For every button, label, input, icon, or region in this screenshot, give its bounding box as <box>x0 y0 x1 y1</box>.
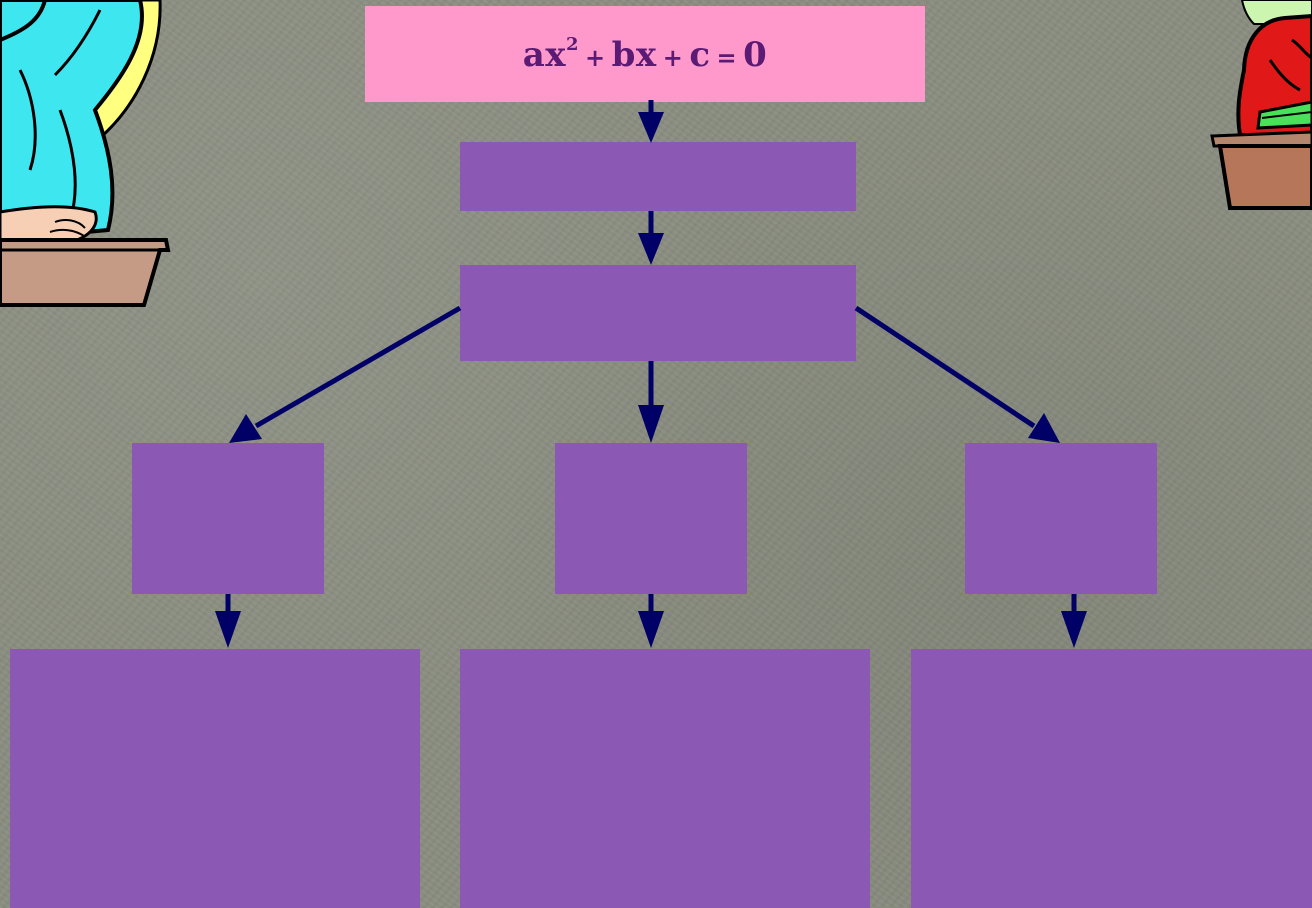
result-box-right <box>911 649 1312 908</box>
formula-ax: ax <box>522 34 567 75</box>
branch-box-right <box>965 443 1157 594</box>
step-box-1 <box>460 142 856 211</box>
arrowhead-step2-to-middle <box>638 405 664 443</box>
formula-plus-2: + <box>662 42 684 72</box>
student-right-clipart <box>1210 0 1312 210</box>
formula-plus-1: + <box>585 42 606 72</box>
result-box-left <box>10 649 420 908</box>
arrowhead-middle-to-result <box>638 611 664 648</box>
formula-zero: 0 <box>743 34 768 75</box>
arrowhead-step2-to-left <box>229 414 262 443</box>
arrowhead-step2-to-right <box>1028 413 1060 443</box>
arrowhead-formula-to-step1 <box>638 112 664 143</box>
student-left-clipart <box>0 0 171 307</box>
branch-box-left <box>132 443 324 594</box>
quadratic-formula: ax2+bx+c=0 <box>523 34 768 75</box>
arrow-step2-to-right <box>854 305 1036 429</box>
formula-c: c <box>689 34 711 75</box>
step-box-2 <box>460 265 856 361</box>
arrowhead-left-to-result <box>215 611 241 648</box>
arrowhead-right-to-result <box>1061 611 1087 648</box>
formula-box: ax2+bx+c=0 <box>365 6 925 102</box>
branch-box-middle <box>555 443 747 594</box>
formula-bx: bx <box>611 34 657 75</box>
formula-equals: = <box>716 42 738 72</box>
arrow-step2-to-left <box>254 305 462 429</box>
arrowhead-step1-to-step2 <box>638 233 664 265</box>
formula-exponent: 2 <box>566 33 580 55</box>
result-box-middle <box>460 649 870 908</box>
